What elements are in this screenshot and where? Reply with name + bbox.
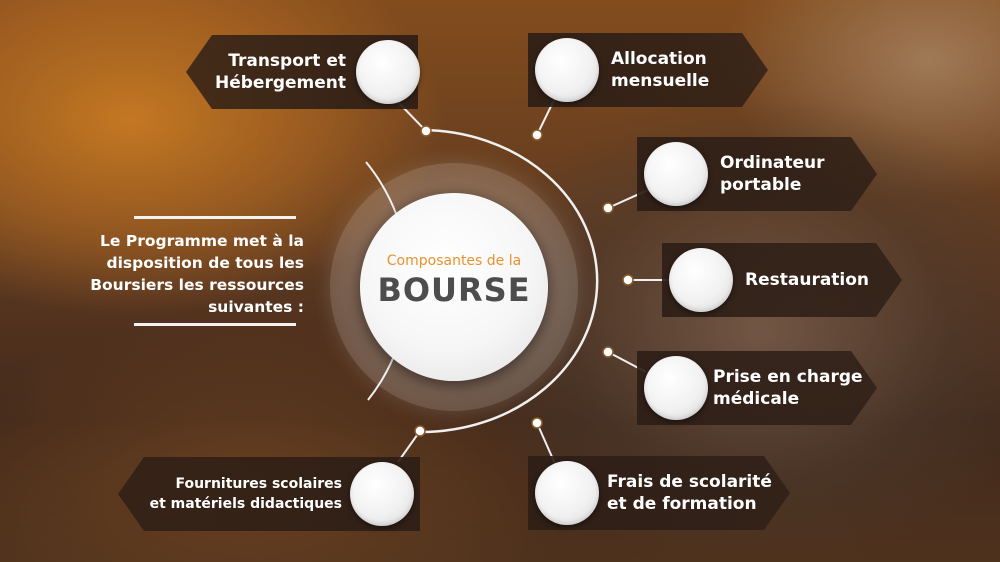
intro-text: Le Programme met à la disposition de tou… (90, 232, 304, 316)
component-label: Prise en charge médicale (713, 367, 863, 409)
hub-title: BOURSE (377, 271, 531, 309)
intro-rule-bottom (134, 323, 296, 326)
connector-fournitures (397, 430, 421, 463)
node-dot-restauration (622, 274, 634, 286)
node-dot-frais (531, 417, 543, 429)
component-label: Allocation mensuelle (611, 49, 710, 91)
knob-prise (644, 356, 708, 420)
knob-ordinateur (644, 142, 708, 206)
node-dot-fournitures (414, 425, 426, 437)
node-dot-prise (602, 346, 614, 358)
right-arc (419, 128, 599, 434)
node-dot-ordinateur (602, 202, 614, 214)
node-dot-transport (420, 125, 432, 137)
center-hub: Composantes de la BOURSE (360, 193, 548, 381)
knob-fournitures (350, 462, 414, 526)
knob-frais (535, 461, 599, 525)
node-dot-allocation (531, 129, 543, 141)
component-label: Fournitures scolaires et matériels didac… (149, 476, 342, 512)
component-label: Transport et Hébergement (214, 51, 346, 93)
hub-subtitle: Composantes de la (386, 253, 522, 269)
knob-transport (356, 40, 420, 104)
component-label: Ordinateur portable (720, 153, 825, 195)
knob-restauration (669, 248, 733, 312)
component-label: Restauration (745, 270, 870, 290)
knob-allocation (535, 38, 599, 102)
intro-rule-top (134, 216, 296, 219)
component-label: Frais de scolarité et de formation (607, 472, 772, 514)
